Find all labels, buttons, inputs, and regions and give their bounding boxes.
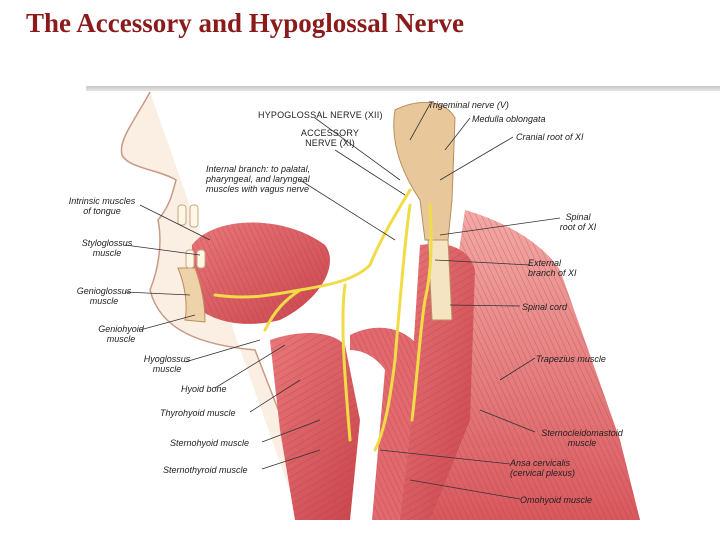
label-omohyoid: Omohyoid muscle bbox=[520, 495, 593, 505]
brainstem-shape bbox=[393, 101, 456, 241]
label-spinal-root: Spinal root of XI bbox=[553, 212, 603, 232]
label-hyoglossus-line2: muscle bbox=[152, 364, 182, 374]
page-title: The Accessory and Hypoglossal Nerve bbox=[26, 8, 464, 38]
label-hypoglossal-nerve: HYPOGLOSSAL NERVE (XII) bbox=[258, 110, 383, 120]
label-hyoglossus-line1: Hyoglossus bbox=[143, 354, 191, 364]
label-thyrohyoid: Thyrohyoid muscle bbox=[160, 408, 236, 418]
label-sternocleidomastoid: Sternocleidomastoid muscle bbox=[532, 428, 632, 448]
label-hyoid-bone: Hyoid bone bbox=[181, 384, 227, 394]
label-genioglossus-line2: muscle bbox=[89, 296, 119, 306]
label-styloglossus-line2: muscle bbox=[92, 248, 122, 258]
label-external-line1: External bbox=[528, 258, 562, 268]
label-styloglossus: Styloglossus muscle bbox=[72, 238, 142, 258]
title-divider bbox=[86, 86, 720, 91]
label-internal-branch: Internal branch: to palatal, pharyngeal,… bbox=[206, 164, 310, 194]
label-genioglossus-line1: Genioglossus bbox=[76, 286, 132, 296]
label-accessory-line1: ACCESSORY bbox=[300, 128, 360, 138]
nerve-paths bbox=[213, 188, 433, 452]
label-spinal-cord: Spinal cord bbox=[522, 302, 568, 312]
label-trapezius: Trapezius muscle bbox=[536, 354, 606, 364]
label-sternothyroid: Sternothyroid muscle bbox=[163, 465, 248, 475]
label-intrinsic-line1: Intrinsic muscles bbox=[68, 196, 136, 206]
label-trigeminal-nerve: Trigeminal nerve (V) bbox=[428, 100, 509, 110]
label-internal-line1: Internal branch: to palatal, bbox=[206, 164, 311, 174]
mandible-shape bbox=[177, 267, 206, 323]
label-accessory-line2: NERVE (XI) bbox=[305, 138, 355, 148]
label-hyoglossus: Hyoglossus muscle bbox=[136, 354, 198, 374]
label-ansa-line1: Ansa cervicalis bbox=[510, 458, 571, 468]
label-styloglossus-line1: Styloglossus bbox=[81, 238, 133, 248]
label-geniohyoid: Geniohyoid muscle bbox=[88, 324, 154, 344]
spinal-cord-shape bbox=[427, 239, 453, 321]
label-external-branch: External branch of XI bbox=[528, 258, 577, 278]
label-internal-line2: pharyngeal, and laryngeal bbox=[206, 174, 310, 184]
label-accessory-nerve: ACCESSORY NERVE (XI) bbox=[290, 128, 370, 148]
label-cranial-root: Cranial root of XI bbox=[516, 132, 584, 142]
label-genioglossus: Genioglossus muscle bbox=[68, 286, 140, 306]
label-ansa-cervicalis: Ansa cervicalis (cervical plexus) bbox=[510, 458, 575, 478]
label-geniohyoid-line1: Geniohyoid bbox=[98, 324, 144, 334]
label-spinal-root-line1: Spinal bbox=[565, 212, 591, 222]
leader-lines bbox=[124, 103, 561, 500]
label-intrinsic-muscles: Intrinsic muscles of tongue bbox=[62, 196, 142, 216]
label-scm-line2: muscle bbox=[567, 438, 597, 448]
label-external-line2: branch of XI bbox=[528, 268, 577, 278]
label-sternohyoid: Sternohyoid muscle bbox=[170, 438, 250, 448]
label-internal-line3: muscles with vagus nerve bbox=[206, 184, 310, 194]
label-medulla-oblongata: Medulla oblongata bbox=[472, 114, 546, 124]
label-scm-line1: Sternocleidomastoid bbox=[541, 428, 623, 438]
label-ansa-line2: (cervical plexus) bbox=[510, 468, 576, 478]
label-spinal-root-line2: root of XI bbox=[559, 222, 597, 232]
label-geniohyoid-line2: muscle bbox=[106, 334, 136, 344]
label-intrinsic-line2: of tongue bbox=[83, 206, 121, 216]
